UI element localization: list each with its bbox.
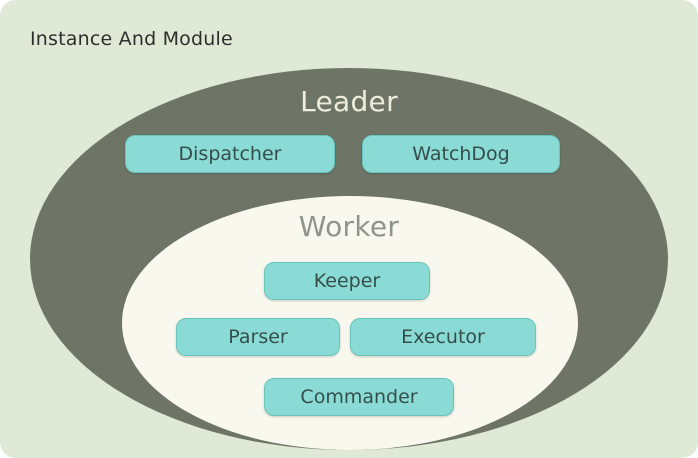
module-box-keeper: Keeper xyxy=(264,262,430,300)
module-label-parser: Parser xyxy=(228,326,288,348)
module-label-executor: Executor xyxy=(401,326,485,348)
module-box-dispatcher: Dispatcher xyxy=(125,135,335,173)
module-box-watchdog: WatchDog xyxy=(362,135,560,173)
worker-group-label: Worker xyxy=(298,210,400,243)
module-label-keeper: Keeper xyxy=(313,270,381,292)
leader-group-label: Leader xyxy=(300,85,398,118)
module-box-parser: Parser xyxy=(176,318,340,356)
module-label-watchdog: WatchDog xyxy=(412,143,510,165)
diagram-title: Instance And Module xyxy=(30,28,233,50)
module-box-executor: Executor xyxy=(350,318,536,356)
module-label-commander: Commander xyxy=(300,386,418,408)
module-box-commander: Commander xyxy=(264,378,454,416)
module-label-dispatcher: Dispatcher xyxy=(178,143,282,165)
